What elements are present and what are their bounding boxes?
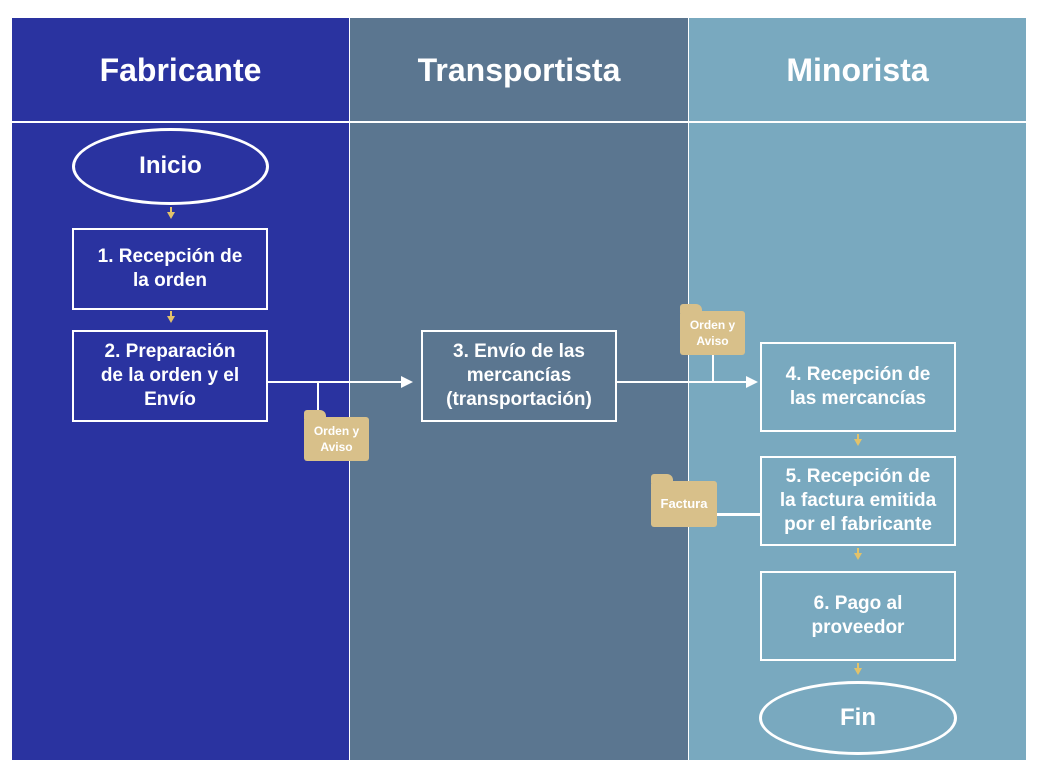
document-orden-aviso-2: Orden y Aviso: [680, 304, 745, 355]
flow-arrow-inicio-1: [170, 207, 172, 212]
flow-arrowhead-5-6: [854, 553, 862, 560]
lane-title-fabricante: Fabricante: [99, 51, 262, 88]
connector-3-4-arrowhead: [746, 376, 758, 388]
connector-3-4: [617, 381, 747, 383]
step-4-box: 4. Recepción de las mercancías: [760, 342, 956, 432]
lane-transportista: Transportista: [350, 18, 688, 760]
connector-doc-stem-2: [712, 355, 714, 382]
connector-factura-5: [717, 513, 760, 516]
step-1-box: 1. Recepción de la orden: [72, 228, 268, 310]
flow-arrow-5-6: [857, 548, 859, 553]
connector-2-3: [268, 381, 402, 383]
start-oval: Inicio: [72, 128, 269, 205]
flow-arrow-4-5: [857, 434, 859, 439]
flow-arrowhead-1-2: [167, 316, 175, 323]
flow-arrow-6-fin: [857, 663, 859, 668]
step-2-box: 2. Preparación de la orden y el Envío: [72, 330, 268, 422]
end-oval: Fin: [759, 681, 957, 755]
lane-minorista: Minorista: [689, 18, 1026, 760]
flow-arrow-1-2: [170, 311, 172, 316]
document-factura: Factura: [651, 474, 717, 527]
lane-title-transportista: Transportista: [417, 51, 621, 88]
connector-doc-stem-1: [317, 381, 319, 419]
flow-arrowhead-inicio-1: [167, 212, 175, 219]
step-6-box: 6. Pago al proveedor: [760, 571, 956, 661]
flow-arrowhead-4-5: [854, 439, 862, 446]
step-5-box: 5. Recepción de la factura emitida por e…: [760, 456, 956, 546]
document-orden-aviso-1: Orden y Aviso: [304, 410, 369, 461]
lane-title-minorista: Minorista: [786, 51, 929, 88]
header-divider: [12, 121, 1026, 123]
flow-arrowhead-6-fin: [854, 668, 862, 675]
connector-2-3-arrowhead: [401, 376, 413, 388]
step-3-box: 3. Envío de las mercancías (transportaci…: [421, 330, 617, 422]
